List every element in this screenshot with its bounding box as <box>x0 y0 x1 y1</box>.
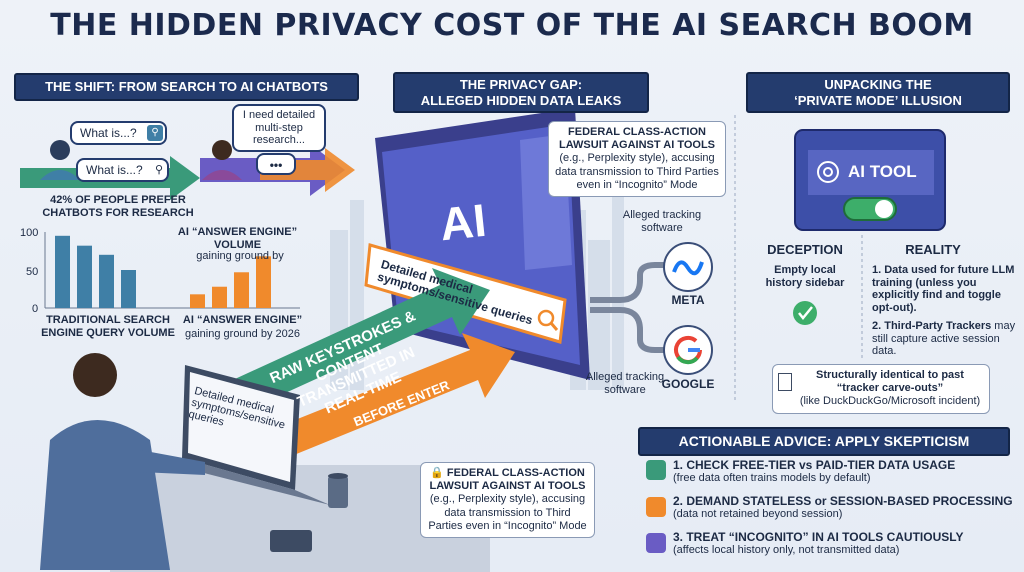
reality-item-2: 2. Third-Party Trackers may still captur… <box>872 320 1020 358</box>
chatbot-stat: 42% OF PEOPLE PREFER CHATBOTS FOR RESEAR… <box>42 194 194 219</box>
chat-bubble: I need detailed multi-step research... <box>232 104 326 152</box>
chart-label-ai-bottom-sub: gaining ground by 2026 <box>185 328 300 340</box>
advice-item-1-sub: (free data often trains models by defaul… <box>673 472 871 485</box>
database-icon <box>646 460 666 480</box>
tracking-label-top: Alleged tracking software <box>622 209 702 234</box>
lawsuit-bottom-title: 🔒 FEDERAL CLASS-ACTION LAWSUIT AGAINST A… <box>427 467 588 493</box>
query-text-1: What is...? <box>80 126 137 140</box>
lawsuit-box-bottom: 🔒 FEDERAL CLASS-ACTION LAWSUIT AGAINST A… <box>420 462 595 538</box>
green-data-arrow <box>200 268 490 425</box>
reality-item-2-bold: 2. Third-Party Trackers <box>872 320 992 332</box>
lawsuit-top-body: (e.g., Perplexity style), accusing data … <box>555 152 719 191</box>
page-title: THE HIDDEN PRIVACY COST OF THE AI SEARCH… <box>50 8 974 43</box>
orange-data-arrow <box>245 333 515 468</box>
reality-title: REALITY <box>905 242 961 257</box>
bar-series1-0 <box>190 294 205 308</box>
advice-item-3-sub: (affects local history only, not transmi… <box>673 544 900 557</box>
search-icon: ⚲ <box>147 125 163 141</box>
deception-body: Empty local history sidebar <box>765 264 845 289</box>
advice-item-1-head: 1. CHECK FREE-TIER vs PAID-TIER DATA USA… <box>673 458 956 472</box>
ai-tool-label: AI TOOL <box>848 162 917 181</box>
chart-label-ai-top-sub: gaining ground by <box>196 250 284 262</box>
chat-arrow-orange <box>260 148 355 192</box>
meta-label: META <box>671 293 705 307</box>
chart-bars <box>55 235 271 308</box>
bar-series0-2 <box>99 254 114 308</box>
note-sub: (like DuckDuckGo/Microsoft incident) <box>799 395 981 408</box>
note-title: Structurally identical to past “tracker … <box>816 369 964 395</box>
illusion-banner-line1: UNPACKING THE <box>824 77 932 92</box>
search-query-bubble-1: What is...? ⚲ <box>70 121 167 145</box>
deception-title: DECEPTION <box>767 242 843 257</box>
document-icon <box>778 373 792 391</box>
chart-label-traditional: TRADITIONAL SEARCH ENGINE QUERY VOLUME <box>41 314 175 339</box>
person-icon-chatter <box>202 140 242 180</box>
openai-knot-icon <box>817 161 839 183</box>
person-at-laptop <box>40 353 205 570</box>
advice-item-1: 1. CHECK FREE-TIER vs PAID-TIER DATA USA… <box>673 458 1013 486</box>
phone-icon <box>270 530 312 552</box>
chart-ytick-100: 100 <box>20 227 39 239</box>
search-icon <box>537 309 559 331</box>
advice-item-3-head: 3. TREAT “INCOGNITO” IN AI TOOLS CAUTIOU… <box>673 530 964 544</box>
screen-ai-logo: AI <box>437 193 489 251</box>
advice-banner: ACTIONABLE ADVICE: APPLY SKEPTICISM <box>638 427 1010 456</box>
illusion-banner: UNPACKING THE ‘PRIVATE MODE’ ILLUSION <box>746 72 1010 114</box>
coffee-cup-icon <box>328 473 348 508</box>
google-logo-icon <box>674 335 702 365</box>
hourglass-icon <box>646 497 666 517</box>
illusion-banner-line2: ‘PRIVATE MODE’ ILLUSION <box>794 92 962 108</box>
reality-item-1: 1. Data used for future LLM training (un… <box>872 264 1015 314</box>
bar-series1-2 <box>234 272 249 308</box>
advice-item-3: 3. TREAT “INCOGNITO” IN AI TOOLS CAUTIOU… <box>673 530 1013 558</box>
query-text-2: What is...? <box>86 163 143 177</box>
bar-series0-1 <box>77 245 92 308</box>
reality-item-2-rest: may still capture active session data. <box>872 320 1016 358</box>
google-label: GOOGLE <box>661 377 715 391</box>
privacy-gap-banner-line1: THE PRIVACY GAP: <box>459 77 583 92</box>
chart-ytick-0: 0 <box>32 303 39 315</box>
tracking-label-bottom: Alleged tracking software <box>585 371 665 396</box>
carve-out-note: Structurally identical to past “tracker … <box>772 364 990 414</box>
lawsuit-box-top: FEDERAL CLASS-ACTION LAWSUIT AGAINST AI … <box>548 121 726 197</box>
advice-item-2: 2. DEMAND STATELESS or SESSION-BASED PRO… <box>673 494 1013 522</box>
lawsuit-top-title: FEDERAL CLASS-ACTION LAWSUIT AGAINST AI … <box>558 126 716 152</box>
laptop <box>182 365 330 505</box>
pipe-google <box>590 307 665 353</box>
bar-series1-3 <box>256 256 271 308</box>
ai-tool-window <box>794 129 946 231</box>
lock-icon: 🔒 <box>430 467 444 479</box>
pipe-meta <box>590 262 665 303</box>
advice-item-2-head: 2. DEMAND STATELESS or SESSION-BASED PRO… <box>673 494 1013 508</box>
advice-item-2-sub: (data not retained beyond session) <box>673 508 843 521</box>
bar-series1-1 <box>212 286 227 308</box>
meta-logo-icon <box>672 260 704 276</box>
bar-series0-0 <box>55 235 70 308</box>
search-query-bubble-2: What is...? ⚲ <box>76 158 169 182</box>
chart-label-ai-bottom: AI “ANSWER ENGINE” <box>182 314 303 326</box>
check-icon <box>793 301 817 325</box>
lawsuit-bottom-title-text: FEDERAL CLASS-ACTION LAWSUIT AGAINST AI … <box>429 467 586 493</box>
chart-label-ai-top: AI “ANSWER ENGINE” VOLUME <box>177 226 298 251</box>
typing-bubble: ••• <box>256 153 296 175</box>
privacy-gap-banner: THE PRIVACY GAP: ALLEGED HIDDEN DATA LEA… <box>393 72 649 114</box>
search-icon: ⚲ <box>154 164 163 176</box>
code-window-icon <box>646 533 666 553</box>
privacy-gap-banner-line2: ALLEGED HIDDEN DATA LEAKS <box>420 92 622 108</box>
lawsuit-bottom-body: (e.g., Perplexity style), accusing data … <box>428 493 587 532</box>
shift-banner: THE SHIFT: FROM SEARCH TO AI CHATBOTS <box>14 73 359 101</box>
person-icon-searcher <box>40 140 80 180</box>
bar-series0-3 <box>121 270 136 308</box>
chart-ytick-50: 50 <box>26 266 39 278</box>
